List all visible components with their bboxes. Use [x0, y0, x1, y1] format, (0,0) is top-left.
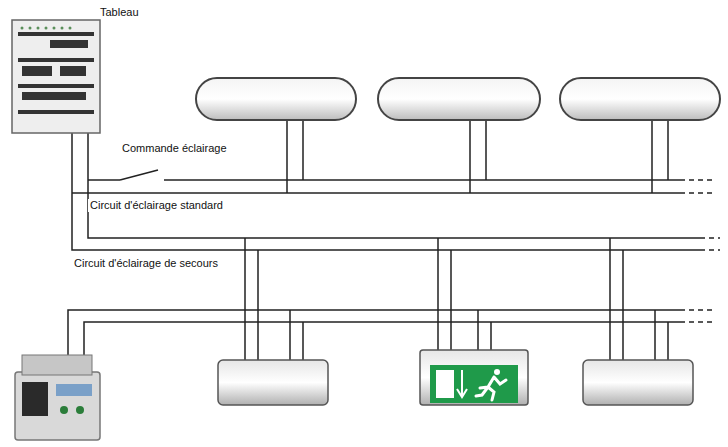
- circuit-label: Circuit d'éclairage standard: [88, 199, 225, 212]
- circuit-label: Commande éclairage: [120, 142, 229, 155]
- panel-label: Tableau: [100, 6, 143, 19]
- circuit-label: Circuit d'éclairage de secours: [72, 257, 220, 270]
- panel-heading-box: Tableau: [100, 6, 143, 21]
